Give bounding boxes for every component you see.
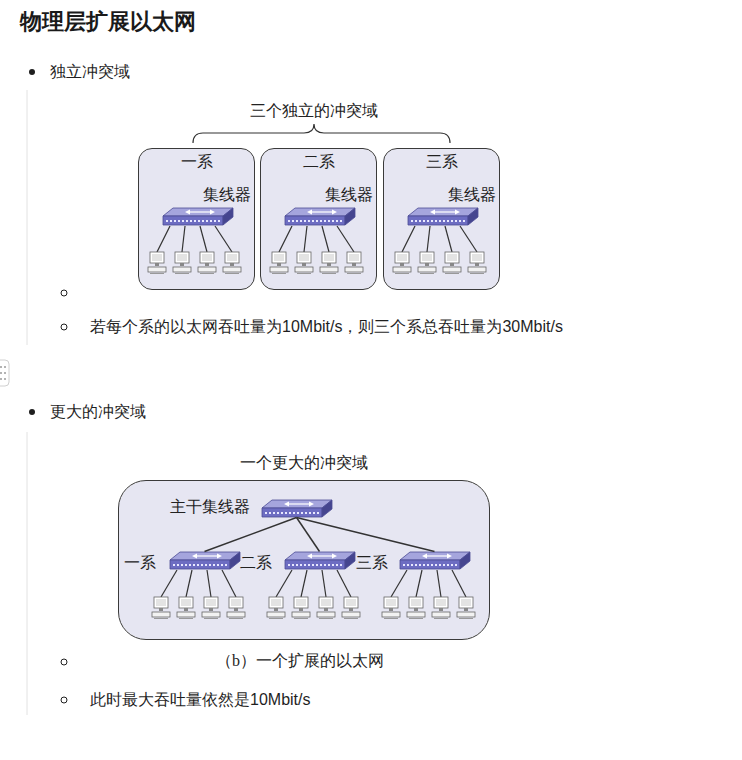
collision-domain-box: 一个更大的冲突域主干集线器一系二系三系 bbox=[118, 480, 490, 640]
note-text: 若每个系的以太网吞吐量为10Mbit/s，则三个系总吞吐量为30Mbit/s bbox=[90, 317, 563, 337]
caption-box: （b）一个扩展的以太网 bbox=[216, 652, 384, 670]
brace bbox=[193, 124, 450, 143]
box-heading: 一个更大的冲突域 bbox=[119, 454, 489, 472]
bullet-dot bbox=[29, 409, 35, 415]
note-text: 独立冲突域 bbox=[50, 62, 130, 82]
drag-handle-dots bbox=[0, 366, 6, 380]
hub-label: 二系 bbox=[238, 552, 354, 574]
hub-label: 集线器 bbox=[408, 186, 496, 204]
box-heading: 二系 bbox=[261, 149, 376, 171]
department-box: 一系集线器 bbox=[138, 148, 255, 290]
bullets bbox=[29, 69, 67, 703]
hub-label: 三系 bbox=[354, 552, 470, 574]
label-box: 更大的冲突域 bbox=[50, 402, 146, 422]
note-text: 更大的冲突域 bbox=[50, 402, 146, 422]
hub-node: 二系 bbox=[238, 552, 354, 574]
note-text: 此时最大吞吐量依然是10Mbit/s bbox=[90, 690, 310, 710]
hub-node: 集线器 bbox=[408, 186, 496, 226]
list-guides bbox=[0, 90, 27, 715]
backbone-hub-icon bbox=[262, 500, 332, 517]
label-box: 独立冲突域 bbox=[50, 62, 130, 82]
box-heading: 三系 bbox=[384, 149, 499, 171]
department-lan bbox=[152, 552, 245, 619]
hub-node: 三系 bbox=[354, 552, 470, 574]
guide-line bbox=[27, 432, 28, 715]
box-fill bbox=[139, 149, 255, 290]
link-line bbox=[205, 518, 297, 552]
guide-line bbox=[27, 90, 28, 345]
bullet-circle bbox=[61, 697, 67, 703]
bullet-circle bbox=[61, 290, 67, 296]
department-lan bbox=[148, 208, 241, 274]
department-box: 二系集线器 bbox=[260, 148, 377, 290]
page-title: 物理层扩展以太网 bbox=[20, 8, 196, 36]
hub-label: 集线器 bbox=[163, 186, 251, 204]
box-fill bbox=[384, 149, 500, 290]
label-box: 三个独立的冲突域 bbox=[250, 102, 378, 120]
link-line bbox=[297, 518, 435, 552]
department-box: 三系集线器 bbox=[383, 148, 500, 290]
box-fill bbox=[119, 481, 490, 640]
box-heading: 一系 bbox=[139, 149, 254, 171]
hub-node: 集线器 bbox=[163, 186, 251, 226]
department-lan bbox=[393, 208, 486, 274]
label-box: 若每个系的以太网吞吐量为10Mbit/s，则三个系总吞吐量为30Mbit/s bbox=[90, 317, 563, 337]
box-fill bbox=[261, 149, 377, 290]
hub-node: 一系 bbox=[122, 552, 238, 574]
bullet-circle bbox=[61, 659, 67, 665]
hub-label: 集线器 bbox=[285, 186, 373, 204]
figure-caption: （b）一个扩展的以太网 bbox=[216, 652, 384, 670]
department-lan bbox=[267, 552, 360, 619]
hub-label: 一系 bbox=[122, 552, 238, 574]
page-title-box: 物理层扩展以太网 bbox=[20, 8, 196, 36]
hub-node: 集线器 bbox=[285, 186, 373, 226]
bullet-circle bbox=[61, 324, 67, 330]
department-lan bbox=[382, 552, 475, 619]
backbone-hub-node: 主干集线器 bbox=[168, 496, 334, 518]
department-lan bbox=[270, 208, 363, 274]
box-fills bbox=[119, 149, 500, 640]
label-box: 此时最大吞吐量依然是10Mbit/s bbox=[90, 690, 310, 710]
domain-label: 三个独立的冲突域 bbox=[250, 102, 378, 120]
hub-label: 主干集线器 bbox=[168, 496, 334, 518]
drag-handle bbox=[0, 360, 9, 386]
bullet-dot bbox=[29, 69, 35, 75]
